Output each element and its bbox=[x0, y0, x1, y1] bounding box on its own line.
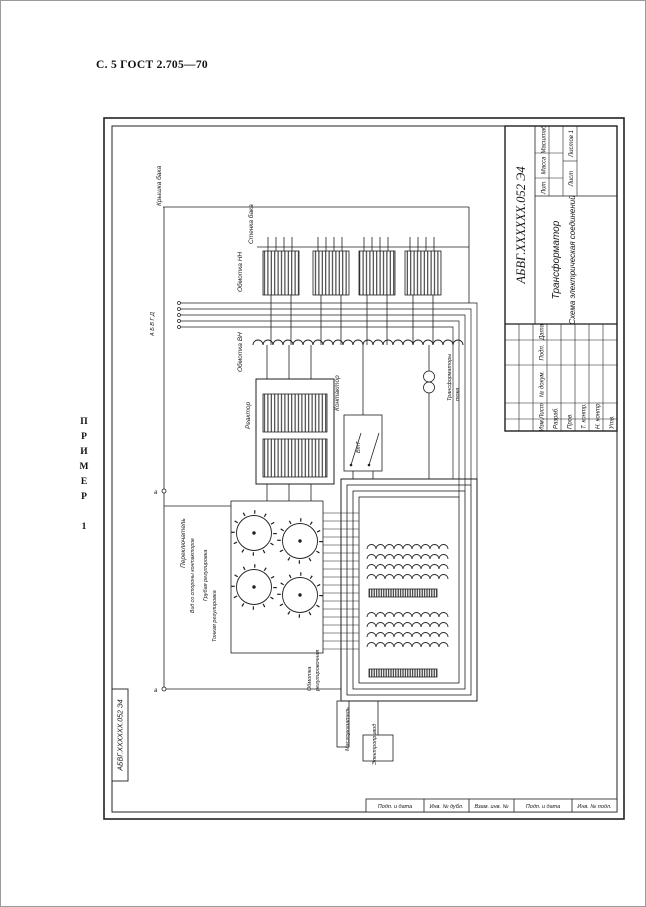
regulating-winding-loom bbox=[340, 478, 478, 702]
selector-wafer bbox=[231, 510, 277, 556]
example-label: ПРИМЕР 1 bbox=[79, 417, 89, 537]
service-cell-podp2: Подп. и дата bbox=[526, 804, 560, 810]
hv-winding-label: Обмотка ВН bbox=[236, 332, 244, 372]
title-block: Изм. Лист № докум. Подп. Дата Разраб. Пр… bbox=[504, 125, 618, 432]
sheet-frame bbox=[103, 117, 625, 820]
service-cell-vzam-inv: Взам. инв. № bbox=[474, 804, 508, 810]
ct-label-line2: тока bbox=[455, 388, 461, 401]
tap-selector bbox=[230, 500, 324, 654]
tb-row-utv: Утв. bbox=[610, 415, 616, 430]
phase-marks-label: А Б В Г Д bbox=[150, 312, 156, 337]
corner-designation-text: АБВГ.ХХХХХХ.052 Э4 bbox=[118, 699, 125, 771]
bushing-ticks bbox=[267, 237, 435, 251]
lv-winding-blocks bbox=[262, 237, 442, 345]
reactor-label: Реактор bbox=[245, 401, 252, 429]
motor-drive-device bbox=[362, 701, 394, 762]
tb-designation: АБВГ.ХХХХХХ.052 Э4 bbox=[514, 166, 528, 284]
node-top-label: а bbox=[154, 490, 158, 496]
tb-mass: Масса bbox=[542, 156, 548, 174]
tank-wall-label: Стенка бака bbox=[247, 204, 255, 244]
wiring-bundle bbox=[177, 301, 478, 497]
tb-col-date: Дата bbox=[540, 323, 546, 340]
frame-service-cells: Подп. и дата Инв. № дубл. Взам. инв. № П… bbox=[365, 798, 618, 813]
left-bus bbox=[161, 207, 341, 692]
motor-drive-label: Электропривод bbox=[372, 724, 378, 765]
selector-wafer bbox=[277, 572, 323, 618]
switch-label-line2: Вид со стороны контакторов bbox=[190, 538, 196, 613]
selector-wafer bbox=[231, 564, 277, 610]
schematic: Крышка бака Стенка бака Обмотка НН А Б В… bbox=[150, 166, 478, 765]
reg-winding-label-line2: регулировочная bbox=[315, 650, 321, 692]
tank-cover-label: Крышка бака bbox=[155, 166, 163, 206]
service-cell-inv-podl: Инв. № подл. bbox=[577, 804, 611, 810]
service-cell-inv-dubl: Инв. № дубл. bbox=[430, 804, 464, 810]
ct-label-line1: Трансформаторы bbox=[447, 354, 453, 401]
coarse-reg-label: Грубая регулировка bbox=[203, 550, 209, 601]
tb-sheet: Лист bbox=[569, 171, 575, 187]
reg-winding-label-line1: Обмотка bbox=[307, 667, 313, 691]
fine-reg-label: Тонкая регулировка bbox=[212, 590, 218, 642]
tb-sheets: Листов 1 bbox=[569, 130, 575, 158]
lv-winding-label: Обмотка НН bbox=[236, 252, 244, 292]
tb-row-ncontr: Н. контр. bbox=[596, 402, 602, 429]
hv-winding-coil bbox=[252, 339, 464, 346]
tb-doc-name-line2: Схема электрическая соединений bbox=[568, 195, 577, 325]
corner-designation-stamp: АБВГ.ХХХХХХ.052 Э4 bbox=[111, 688, 129, 782]
tb-lit: Лит. bbox=[542, 180, 548, 195]
tb-row-prov: Пров. bbox=[568, 413, 574, 429]
service-cell-podp1: Подп. и дата bbox=[378, 804, 412, 810]
tb-col-sign: Подп. bbox=[540, 345, 546, 361]
tb-col-list: Лист bbox=[540, 403, 546, 419]
contactor-ref-label: ВтТ bbox=[356, 441, 362, 453]
tb-col-izm: Изм. bbox=[540, 419, 546, 432]
node-bottom-label: а bbox=[154, 688, 158, 694]
tb-doc-name-line1: Трансформатор bbox=[550, 220, 562, 299]
contactor-label: Контактор bbox=[334, 375, 341, 411]
switch-label-line1: Переключатель bbox=[180, 518, 187, 568]
contactor-block bbox=[343, 345, 383, 479]
oil-gauge-device bbox=[336, 700, 350, 748]
selector-wafer bbox=[277, 518, 323, 564]
tb-col-doc: № докум. bbox=[539, 371, 546, 397]
reactor-block bbox=[255, 345, 335, 501]
page-header: С. 5 ГОСТ 2.705—70 bbox=[96, 59, 208, 71]
current-transformer-symbol bbox=[423, 345, 435, 479]
oil-gauge-label: Маслоуказатель bbox=[345, 707, 351, 751]
tb-row-tcontr: Т. контр. bbox=[582, 403, 588, 429]
lv-drop-lines bbox=[270, 295, 434, 345]
tb-scale: Масштаб bbox=[542, 125, 548, 154]
tb-row-razrab: Разраб. bbox=[554, 407, 560, 429]
